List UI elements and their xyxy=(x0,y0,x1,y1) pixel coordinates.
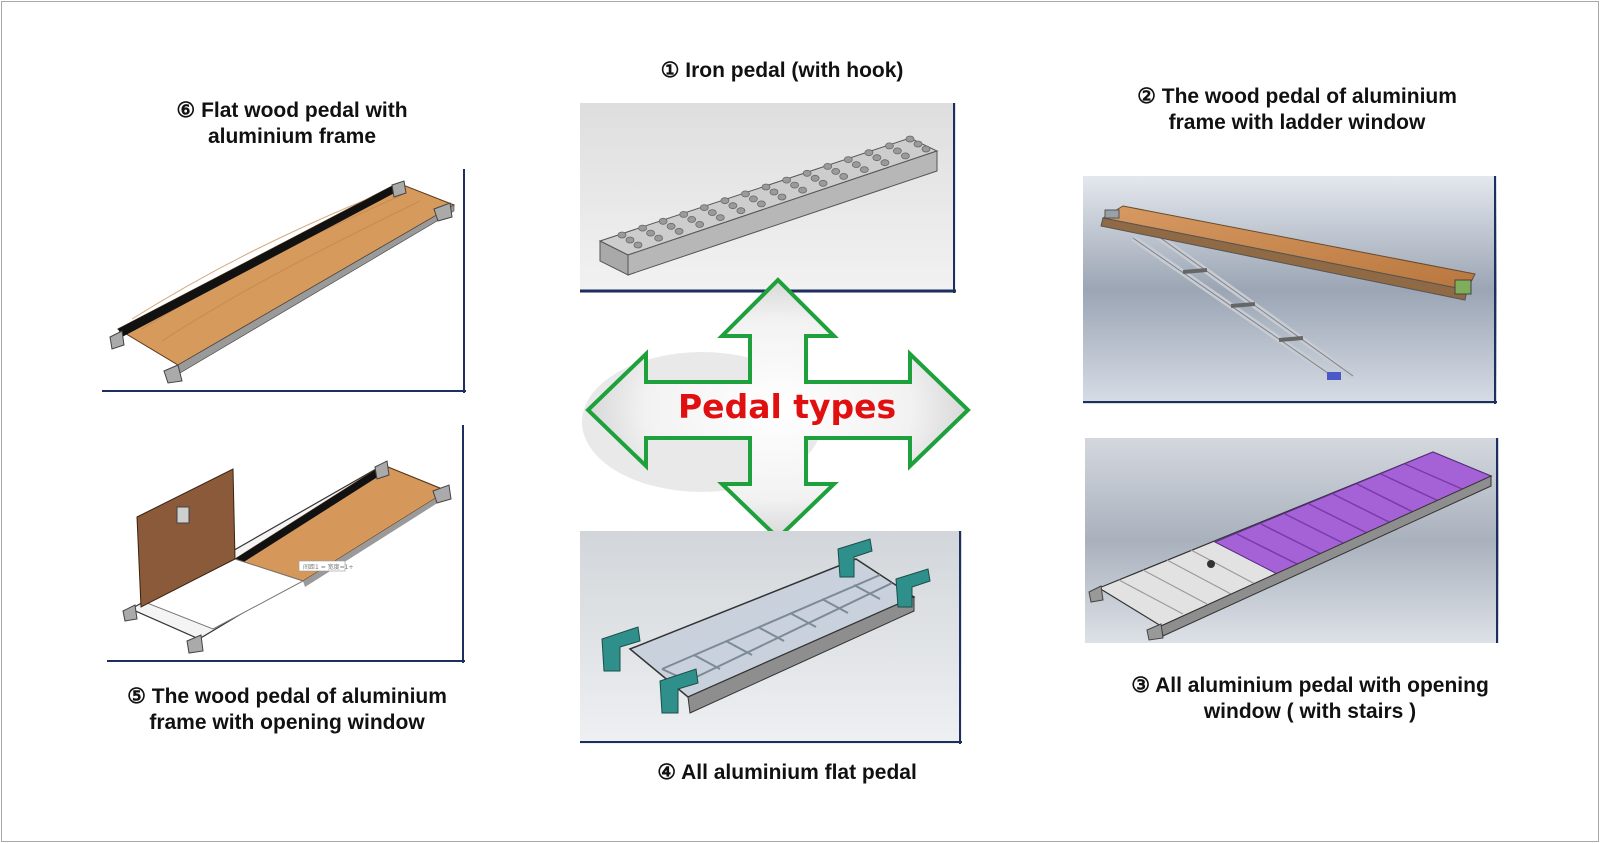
perforation-hole xyxy=(864,149,874,157)
perforation-hole xyxy=(859,166,869,173)
perforation-hole xyxy=(654,234,663,242)
caption-line: ② The wood pedal of aluminium xyxy=(1137,85,1457,108)
perforation-hole xyxy=(617,231,627,239)
image-flat-wood-pedal xyxy=(102,169,466,393)
perforation-hole xyxy=(715,214,725,221)
center-label: Pedal types xyxy=(678,387,897,426)
perforation-hole xyxy=(831,168,841,175)
image-all-aluminium-flat-pedal xyxy=(580,531,962,744)
perforation-hole xyxy=(646,229,655,237)
perforation-hole xyxy=(921,145,931,153)
caption-line: ③ All aluminium pedal with opening xyxy=(1131,674,1489,697)
perforation-hole xyxy=(666,222,676,230)
caption-line: window ( with stairs ) xyxy=(1203,700,1417,723)
perforation-hole xyxy=(798,186,808,194)
perforation-hole xyxy=(892,147,902,155)
caption-wood-pedal-ladder-window: ② The wood pedal of aluminium frame with… xyxy=(1097,84,1497,136)
perforation-hole xyxy=(777,193,787,201)
caption-flat-wood-pedal: ⑥ Flat wood pedal with aluminium frame xyxy=(92,98,492,150)
perforation-hole xyxy=(638,224,647,232)
perforation-hole xyxy=(769,188,779,196)
perforation-hole xyxy=(782,176,792,184)
perforation-hole xyxy=(740,190,750,198)
perforation-hole xyxy=(679,211,689,218)
caption-all-aluminium-flat-pedal: ④ All aluminium flat pedal xyxy=(587,760,987,786)
image-wood-pedal-opening-window: 间距1 = 宽度=1+ xyxy=(107,425,465,663)
perforation-hole xyxy=(843,156,853,163)
perforation-hole xyxy=(695,221,705,228)
perforation-hole xyxy=(658,217,668,225)
caption-line: frame with ladder window xyxy=(1168,111,1426,134)
perforation-hole xyxy=(748,195,758,203)
perforation-hole xyxy=(707,209,717,216)
caption-line: aluminium frame xyxy=(207,125,377,148)
perforation-hole xyxy=(687,216,697,223)
image-wood-pedal-ladder-window xyxy=(1083,176,1497,404)
perforation-hole xyxy=(839,173,849,180)
image-all-aluminium-pedal-opening-window xyxy=(1085,438,1499,643)
caption-iron-pedal: ① Iron pedal (with hook) xyxy=(582,58,982,84)
caption-wood-pedal-opening-window: ⑤ The wood pedal of aluminium frame with… xyxy=(87,684,487,736)
caption-line: ① Iron pedal (with hook) xyxy=(660,59,904,82)
caption-line: ⑤ The wood pedal of aluminium xyxy=(127,685,447,708)
perforation-hole xyxy=(625,236,635,244)
perforation-hole xyxy=(872,154,882,162)
perforation-hole xyxy=(905,135,915,143)
perforation-hole xyxy=(756,200,766,208)
perforation-hole xyxy=(674,227,684,235)
perforation-hole xyxy=(810,174,820,182)
cad-tooltip: 间距1 = 宽度=1+ xyxy=(303,563,354,571)
perforation-hole xyxy=(720,197,730,205)
perforation-hole xyxy=(900,152,910,160)
perforation-hole xyxy=(913,140,923,148)
image-iron-pedal xyxy=(580,103,956,293)
perforation-hole xyxy=(633,241,643,249)
perforation-hole xyxy=(699,204,709,211)
perforation-hole xyxy=(802,169,812,177)
perforation-hole xyxy=(761,183,771,191)
perforation-hole xyxy=(880,159,890,167)
caption-line: frame with opening window xyxy=(149,711,425,734)
perforation-hole xyxy=(823,163,833,170)
perforation-hole xyxy=(884,142,894,150)
perforation-hole xyxy=(818,179,828,187)
perforation-hole xyxy=(728,202,738,210)
perforation-hole xyxy=(736,207,746,215)
caption-all-aluminium-pedal-opening-window: ③ All aluminium pedal with opening windo… xyxy=(1090,673,1530,725)
perforation-hole xyxy=(790,181,800,189)
perforation-hole xyxy=(851,161,861,168)
caption-line: ④ All aluminium flat pedal xyxy=(657,761,917,784)
caption-line: ⑥ Flat wood pedal with xyxy=(176,99,408,122)
